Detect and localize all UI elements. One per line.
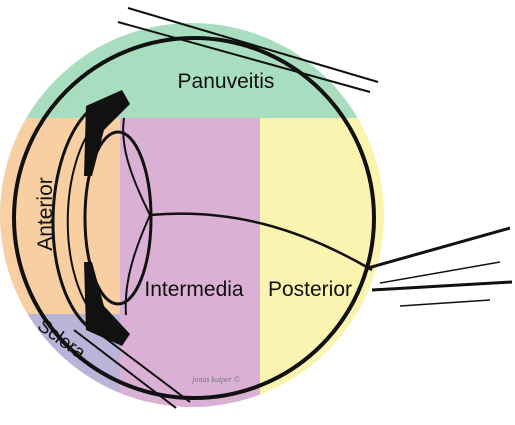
posterior-region (260, 118, 515, 425)
panuveitis-region (0, 0, 515, 118)
panuveitis-label: Panuveitis (178, 70, 275, 93)
intermedia-label: Intermedia (144, 278, 244, 301)
anterior-label: Anterior (34, 177, 57, 251)
optic-nerve-top (368, 228, 510, 268)
optic-nerve-inner-2 (400, 300, 490, 306)
posterior-label: Posterior (268, 278, 352, 301)
optic-nerve-bottom (372, 282, 512, 290)
anterior-region (0, 118, 120, 314)
signature-text: jonas kuiper © (191, 375, 240, 384)
optic-nerve-inner (380, 262, 500, 283)
